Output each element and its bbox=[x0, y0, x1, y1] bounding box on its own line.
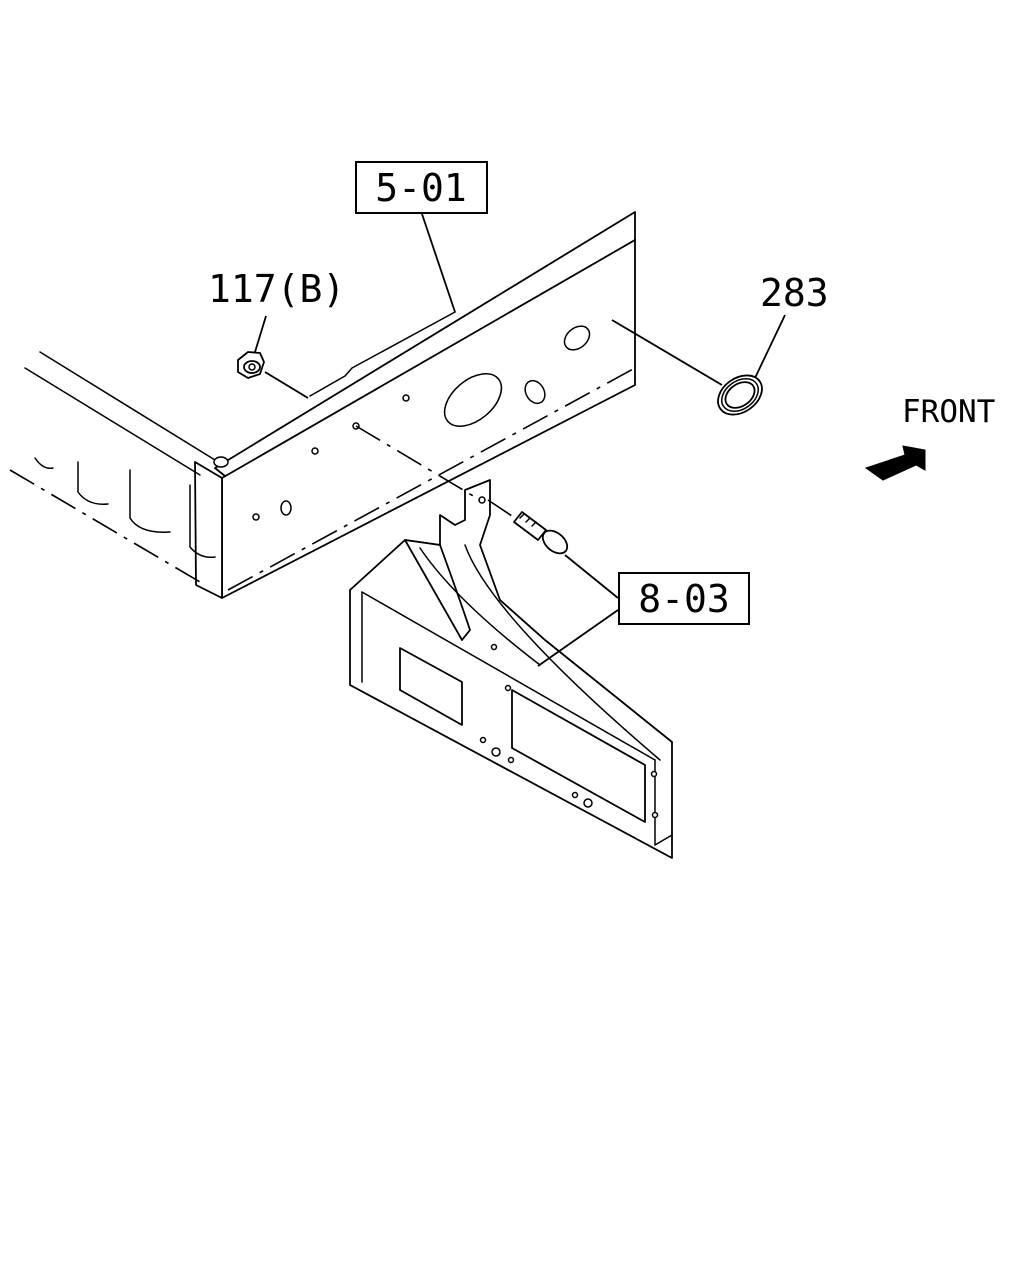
callout-283[interactable]: 283 bbox=[760, 271, 829, 315]
callout-117b-label: 117(B) bbox=[208, 267, 345, 311]
front-label: FRONT bbox=[902, 394, 995, 430]
leader-lines bbox=[254, 213, 786, 667]
flange-bolt bbox=[513, 511, 569, 555]
callout-8-03[interactable]: 8-03 bbox=[618, 572, 750, 625]
bracket bbox=[349, 479, 673, 859]
callout-8-03-label: 8-03 bbox=[638, 577, 730, 621]
rubber-plug bbox=[717, 374, 763, 416]
callout-5-01-label: 5-01 bbox=[375, 166, 467, 210]
callout-283-label: 283 bbox=[760, 271, 829, 315]
arrow-icon bbox=[864, 445, 926, 481]
front-indicator: FRONT bbox=[864, 394, 995, 481]
frame-rail bbox=[9, 211, 636, 599]
callout-117b[interactable]: 117(B) bbox=[208, 267, 345, 311]
flange-nut bbox=[237, 351, 265, 379]
callout-5-01[interactable]: 5-01 bbox=[355, 161, 488, 214]
